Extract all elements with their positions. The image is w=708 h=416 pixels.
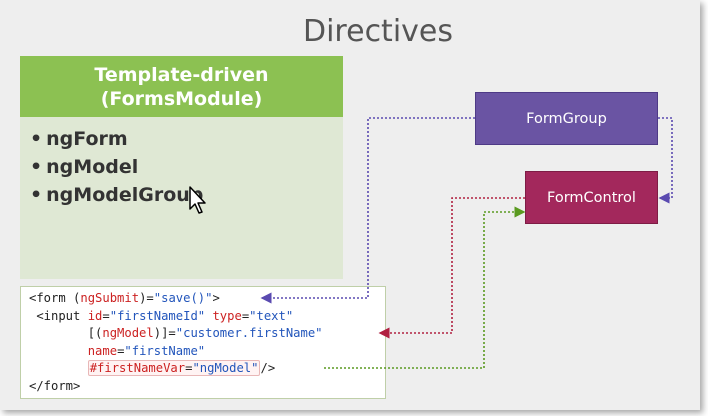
code-token-template-ref: #firstNameVar bbox=[89, 361, 186, 375]
code-token: <input bbox=[29, 308, 88, 323]
bullet-icon: • bbox=[30, 128, 43, 150]
directive-label: ngModelGroup bbox=[46, 184, 204, 206]
code-line-name: name="firstName" bbox=[29, 343, 385, 361]
formgroup-formcontrol-connector bbox=[658, 117, 673, 204]
code-token: = bbox=[241, 308, 250, 323]
code-token bbox=[29, 344, 88, 358]
code-token: > bbox=[212, 291, 220, 305]
code-token-string: "save()" bbox=[153, 291, 213, 305]
directive-list: •ngForm •ngModel •ngModelGroup bbox=[20, 117, 343, 209]
formgroup-label: FormGroup bbox=[526, 110, 607, 127]
code-token: = bbox=[117, 343, 125, 358]
code-token: </form> bbox=[29, 378, 81, 393]
formcontrol-label: FormControl bbox=[547, 189, 636, 206]
directive-label: ngForm bbox=[46, 128, 128, 150]
code-line-form-close: </form> bbox=[29, 378, 385, 396]
code-token-string: "text" bbox=[249, 308, 294, 323]
bullet-icon: • bbox=[30, 184, 43, 206]
code-snippet: <form (ngSubmit)="save()"> <input id="fi… bbox=[20, 286, 386, 399]
code-line-ngmodel: [(ngModel)]="customer.firstName" bbox=[29, 325, 385, 343]
slide-title: Directives bbox=[303, 14, 453, 49]
template-driven-header: Template-driven (FormsModule) bbox=[20, 56, 343, 117]
formcontrol-connector bbox=[378, 197, 525, 339]
code-token-string: "firstName" bbox=[124, 343, 206, 358]
code-token: /> bbox=[260, 361, 276, 375]
code-token-string: "customer.firstName" bbox=[175, 326, 323, 340]
code-token-name: name bbox=[87, 343, 118, 358]
slide: Directives Template-driven (FormsModule)… bbox=[0, 0, 700, 410]
code-line-template-ref: #firstNameVar="ngModel"/> bbox=[29, 360, 385, 378]
template-ref-highlight: #firstNameVar="ngModel" bbox=[87, 360, 261, 376]
code-token: [( bbox=[29, 326, 103, 340]
code-token: )= bbox=[139, 291, 154, 305]
code-token: = bbox=[102, 308, 110, 323]
code-token bbox=[29, 361, 88, 375]
code-token: )]= bbox=[153, 326, 176, 340]
directive-item-ngform: •ngForm bbox=[30, 125, 343, 153]
code-token-string: "ngModel" bbox=[192, 361, 259, 375]
code-token-ngmodel: ngModel bbox=[102, 326, 154, 340]
template-driven-title: Template-driven bbox=[94, 63, 269, 86]
forms-module-label: (FormsModule) bbox=[100, 87, 263, 110]
bullet-icon: • bbox=[30, 156, 43, 178]
code-token-id: id bbox=[87, 308, 103, 323]
code-token: <form ( bbox=[29, 291, 81, 305]
code-token-type: type bbox=[212, 308, 242, 323]
directive-item-ngmodel: •ngModel bbox=[30, 153, 343, 181]
directive-label: ngModel bbox=[46, 156, 139, 178]
directive-item-ngmodelgroup: •ngModelGroup bbox=[30, 181, 343, 209]
formgroup-box: FormGroup bbox=[475, 92, 658, 145]
code-token: = bbox=[185, 361, 193, 375]
code-token-ngsubmit: ngSubmit bbox=[80, 291, 140, 305]
template-driven-panel: •ngForm •ngModel •ngModelGroup bbox=[20, 117, 343, 279]
code-line-form-open: <form (ngSubmit)="save()"> bbox=[29, 290, 385, 308]
mouse-pointer-icon bbox=[189, 186, 206, 214]
formcontrol-box: FormControl bbox=[525, 171, 658, 224]
code-line-input: <input id="firstNameId" type="text" bbox=[29, 308, 385, 326]
code-token-string: "firstNameId" bbox=[109, 308, 206, 323]
